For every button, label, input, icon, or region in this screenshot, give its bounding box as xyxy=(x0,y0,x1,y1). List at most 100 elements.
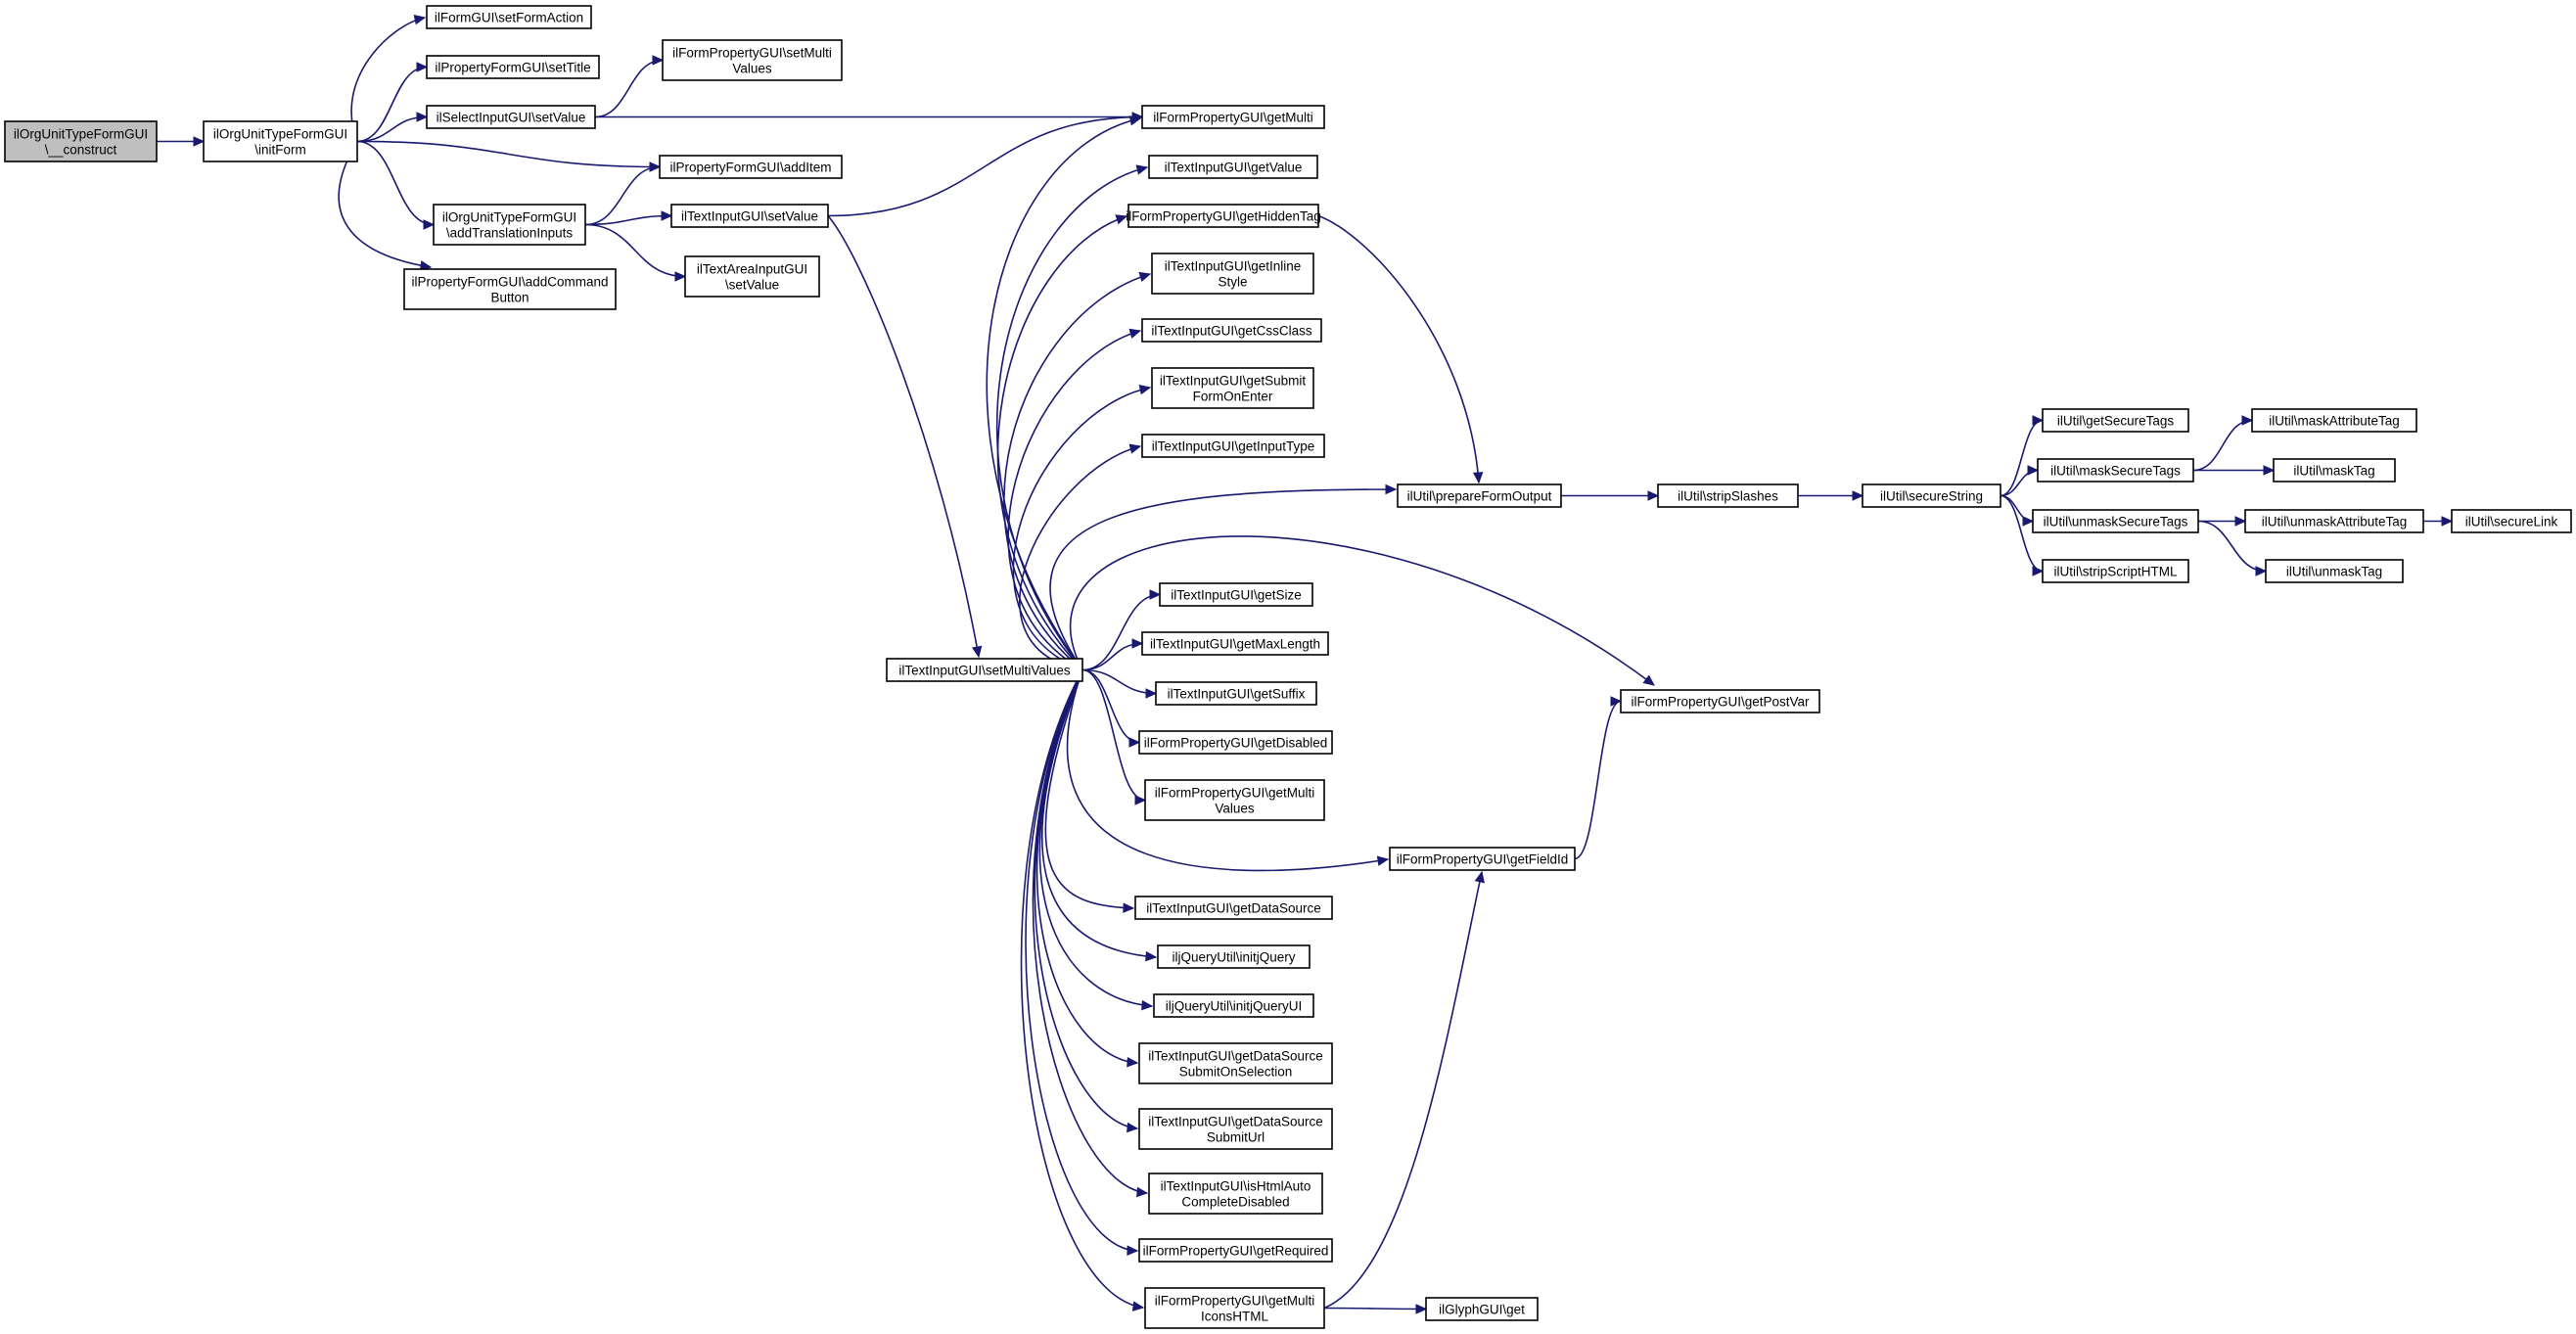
arrowhead xyxy=(1138,271,1152,283)
node-box xyxy=(426,5,592,29)
arrowhead xyxy=(2241,415,2254,426)
edge-n1-n5 xyxy=(356,140,662,172)
function-node[interactable]: ilGlyphGUI\get xyxy=(1425,1297,1539,1321)
function-node[interactable]: ilUtil\maskSecureTags xyxy=(2037,458,2194,483)
node-box xyxy=(2273,458,2396,483)
function-node[interactable]: ilTextInputGUI\getDataSourceSubmitOnSele… xyxy=(1138,1042,1333,1084)
function-node[interactable]: ilTextInputGUI\getInputType xyxy=(1141,434,1325,458)
function-node[interactable]: ilUtil\maskAttributeTag xyxy=(2251,408,2417,433)
arrowhead xyxy=(1141,999,1154,1011)
function-node[interactable]: ilFormPropertyGUI\getFieldId xyxy=(1389,847,1576,871)
node-label: ilSelectInputGUI\setValue xyxy=(437,111,586,125)
function-node[interactable]: ilPropertyFormGUI\addItem xyxy=(659,155,843,179)
edge-n12-n24 xyxy=(1081,668,1147,805)
function-node[interactable]: ilFormPropertyGUI\getPostVar xyxy=(1620,689,1820,713)
edge-n34-n37 xyxy=(1798,490,1864,501)
function-node[interactable]: iljQueryUtil\initjQueryUI xyxy=(1153,993,1314,1018)
function-node[interactable]: ilTextInputGUI\getValue xyxy=(1148,155,1318,179)
node-label: SubmitOnSelection xyxy=(1179,1065,1293,1080)
function-node[interactable]: ilPropertyFormGUI\setTitle xyxy=(426,55,600,79)
function-node[interactable]: ilFormPropertyGUI\getMulti xyxy=(1141,105,1325,129)
arrowhead xyxy=(1472,472,1484,484)
edge-n12-n15 xyxy=(1003,271,1152,671)
node-label: iljQueryUtil\initjQueryUI xyxy=(1166,999,1303,1014)
function-node[interactable]: ilTextInputGUI\getDataSource xyxy=(1134,896,1333,920)
node-box xyxy=(1144,779,1325,821)
function-node[interactable]: ilOrgUnitTypeFormGUI\addTranslationInput… xyxy=(433,204,586,246)
node-box xyxy=(1397,483,1562,508)
edge-n12-n28 xyxy=(1038,669,1154,1011)
function-node[interactable]: ilUtil\unmaskAttributeTag xyxy=(2244,509,2424,533)
edge-n14-n19 xyxy=(1317,214,1484,484)
function-node[interactable]: ilFormPropertyGUI\setMultiValues xyxy=(662,39,843,81)
edge-n12-n13 xyxy=(995,164,1149,670)
node-label: ilOrgUnitTypeFormGUI xyxy=(213,127,347,142)
edge-n0-n1 xyxy=(157,136,206,147)
arrowhead xyxy=(1852,490,1864,501)
function-node[interactable]: ilUtil\secureString xyxy=(1862,483,2001,508)
node-label: ilTextInputGUI\getSuffix xyxy=(1168,687,1306,702)
edge-n12-n19 xyxy=(1049,483,1398,670)
function-node[interactable]: ilUtil\unmaskSecureTags xyxy=(2032,509,2199,533)
function-node[interactable]: ilUtil\stripSlashes xyxy=(1657,483,1799,508)
function-node[interactable]: ilUtil\unmaskTag xyxy=(2265,559,2404,583)
function-node[interactable]: ilTextInputGUI\isHtmlAutoCompleteDisable… xyxy=(1148,1173,1323,1215)
node-label: ilGlyphGUI\get xyxy=(1439,1303,1525,1317)
function-node[interactable]: ilSelectInputGUI\setValue xyxy=(426,105,596,129)
edge-n10-n12 xyxy=(827,214,983,659)
function-node[interactable]: ilUtil\prepareFormOutput xyxy=(1397,483,1562,508)
node-label: ilFormPropertyGUI\getHiddenTag xyxy=(1126,209,1321,224)
node-box xyxy=(662,39,843,81)
function-node[interactable]: ilUtil\maskTag xyxy=(2273,458,2396,483)
arrowhead xyxy=(2234,516,2247,527)
root-function-node[interactable]: ilOrgUnitTypeFormGUI\__construct xyxy=(4,120,158,162)
function-node[interactable]: ilTextInputGUI\getCssClass xyxy=(1141,318,1322,343)
edge-n12-n33 xyxy=(1020,669,1145,1311)
function-node[interactable]: ilTextAreaInputGUI\setValue xyxy=(684,255,820,298)
function-node[interactable]: ilTextInputGUI\getMaxLength xyxy=(1141,631,1329,656)
arrowhead xyxy=(1115,214,1128,225)
function-node[interactable]: ilTextInputGUI\getSuffix xyxy=(1155,681,1317,706)
function-node[interactable]: ilUtil\stripScriptHTML xyxy=(2042,559,2189,583)
node-label: ilUtil\maskSecureTags xyxy=(2050,464,2181,479)
node-box xyxy=(1151,253,1314,295)
node-label: ilTextInputGUI\getDataSource xyxy=(1148,1115,1323,1129)
node-label: ilFormPropertyGUI\getFieldId xyxy=(1397,852,1569,867)
node-label: ilOrgUnitTypeFormGUI xyxy=(442,210,576,225)
node-label: ilFormPropertyGUI\getPostVar xyxy=(1631,695,1810,710)
node-label: SubmitUrl xyxy=(1207,1130,1265,1145)
function-node[interactable]: ilFormPropertyGUI\getDisabled xyxy=(1138,730,1333,755)
function-node[interactable]: ilTextInputGUI\setValue xyxy=(670,204,829,228)
function-node[interactable]: ilFormPropertyGUI\getHiddenTag xyxy=(1126,204,1321,228)
function-node[interactable]: ilTextInputGUI\getSize xyxy=(1159,582,1313,607)
function-node[interactable]: iljQueryUtil\initjQuery xyxy=(1157,944,1311,969)
node-box xyxy=(2265,559,2404,583)
node-box xyxy=(2251,408,2417,433)
node-box xyxy=(1148,1173,1323,1215)
node-box xyxy=(2244,509,2424,533)
function-node[interactable]: ilFormPropertyGUI\getRequired xyxy=(1138,1238,1333,1263)
edge-n12-n22 xyxy=(1081,668,1158,699)
arrowhead xyxy=(674,271,687,282)
node-label: \addTranslationInputs xyxy=(446,226,574,241)
function-node[interactable]: ilUtil\secureLink xyxy=(2451,509,2572,533)
node-box xyxy=(1141,434,1325,458)
function-node[interactable]: ilTextInputGUI\setMultiValues xyxy=(886,658,1083,682)
node-label: ilFormPropertyGUI\getMulti xyxy=(1155,786,1315,801)
node-label: ilTextInputGUI\getValue xyxy=(1165,161,1303,175)
call-nodes: ilOrgUnitTypeFormGUI\__construct ilOrgUni… xyxy=(4,5,2572,1329)
arrowhead xyxy=(1127,1245,1139,1256)
edge-n12-n30 xyxy=(1034,669,1139,1133)
node-label: ilUtil\prepareFormOutput xyxy=(1407,489,1552,504)
function-node[interactable]: ilFormGUI\setFormAction xyxy=(426,5,592,29)
function-node[interactable]: ilUtil\getSecureTags xyxy=(2042,408,2189,433)
function-node[interactable]: ilOrgUnitTypeFormGUI\initForm xyxy=(203,120,358,162)
node-box xyxy=(1141,105,1325,129)
node-box xyxy=(1155,681,1317,706)
